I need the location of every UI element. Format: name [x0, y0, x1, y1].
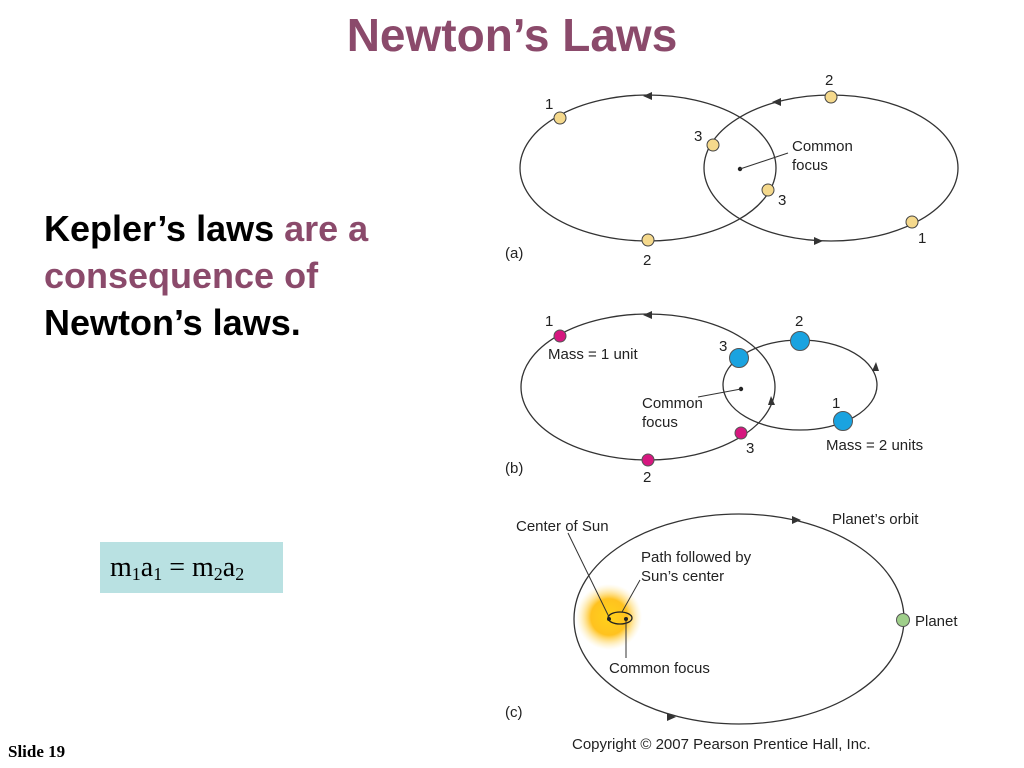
- mass-large-3: [729, 348, 749, 368]
- mass-small-1: [553, 329, 567, 343]
- star-a-left-2: [641, 233, 655, 247]
- arrow-a-right-top: [772, 98, 781, 106]
- focus-label-a-1: Common: [792, 138, 853, 155]
- common-focus-dot-c: [624, 617, 628, 621]
- arrow-c-bottom: [667, 713, 676, 721]
- eq-sub4: 2: [235, 564, 245, 584]
- planet-label: Planet: [915, 613, 958, 630]
- label-b-small-2: 2: [643, 469, 651, 486]
- eq-a2: a: [222, 552, 236, 583]
- arrow-a-left-top: [643, 92, 652, 100]
- eq-sub2: 1: [153, 564, 163, 584]
- panel-label-b: (b): [505, 460, 523, 477]
- planets-orbit-label: Planet’s orbit: [832, 511, 919, 528]
- panel-b: 1 2 3 2 1 3 Mass = 1 unit Mass = 2 units…: [505, 311, 923, 486]
- mass-small-3: [734, 426, 748, 440]
- mass2-label: Mass = 2 units: [826, 437, 923, 454]
- arrow-b-left-side: [768, 396, 775, 405]
- label-b-large-2: 2: [795, 313, 803, 330]
- star-a-left-3: [761, 183, 775, 197]
- arrow-c-top: [792, 516, 801, 524]
- label-a-right-1: 1: [918, 230, 926, 247]
- equation-box: m1a1 = m2a2: [100, 542, 283, 593]
- mass-large-2: [790, 331, 810, 351]
- focus-line-b: [697, 388, 742, 398]
- panel-c: Center of Sun Planet’s orbit Path follow…: [505, 511, 958, 725]
- star-a-right-3: [706, 138, 720, 152]
- mass1-label: Mass = 1 unit: [548, 346, 638, 363]
- eq-m2: m: [192, 552, 214, 583]
- path-label-1: Path followed by: [641, 549, 752, 566]
- focus-label-b-2: focus: [642, 414, 678, 431]
- star-a-left-1: [553, 111, 567, 125]
- label-a-right-2: 2: [825, 72, 833, 89]
- mass-small-2: [641, 453, 655, 467]
- label-b-small-3: 3: [746, 440, 754, 457]
- slide-title: Newton’s Laws: [346, 9, 678, 61]
- arrow-b-right-side: [872, 362, 879, 371]
- leader-path: [621, 579, 641, 613]
- statement-part-2: are a consequence of: [44, 208, 369, 296]
- slide-number: Slide 19: [8, 742, 66, 761]
- label-a-left-3: 3: [778, 192, 786, 209]
- arrow-a-right-bottom: [814, 237, 823, 245]
- statement-text: Kepler’s laws are a consequence of Newto…: [44, 205, 424, 346]
- star-a-right-2: [824, 90, 838, 104]
- label-a-left-1: 1: [545, 96, 553, 113]
- panel-a: 1 2 3 2 1 3 Common focus (a): [505, 72, 959, 269]
- eq-sub1: 1: [131, 564, 141, 584]
- path-label-2: Sun’s center: [641, 568, 724, 585]
- eq-m1: m: [110, 552, 132, 583]
- sun-center-dot: [607, 617, 611, 621]
- label-b-large-1: 1: [832, 395, 840, 412]
- panel-label-a: (a): [505, 245, 523, 262]
- mass-large-1: [833, 411, 853, 431]
- eq-equals: =: [162, 552, 193, 583]
- eq-a1: a: [140, 552, 154, 583]
- focus-line-a: [739, 152, 789, 170]
- star-a-right-1: [905, 215, 919, 229]
- statement-part-3: Newton’s laws.: [44, 302, 301, 343]
- statement-part-1: Kepler’s laws: [44, 208, 285, 249]
- panel-label-c: (c): [505, 704, 523, 721]
- label-b-large-3: 3: [719, 338, 727, 355]
- label-a-right-3: 3: [694, 128, 702, 145]
- copyright-notice: Copyright © 2007 Pearson Prentice Hall, …: [572, 736, 871, 753]
- arrow-b-top: [643, 311, 652, 319]
- label-a-left-2: 2: [643, 252, 651, 269]
- focus-label-b-1: Common: [642, 395, 703, 412]
- center-of-sun-label: Center of Sun: [516, 518, 609, 535]
- eq-sub3: 2: [213, 564, 223, 584]
- planet-dot: [896, 613, 910, 627]
- focus-label-a-2: focus: [792, 157, 828, 174]
- label-b-small-1: 1: [545, 313, 553, 330]
- common-focus-label-c: Common focus: [609, 660, 710, 677]
- leader-center-of-sun: [567, 532, 610, 618]
